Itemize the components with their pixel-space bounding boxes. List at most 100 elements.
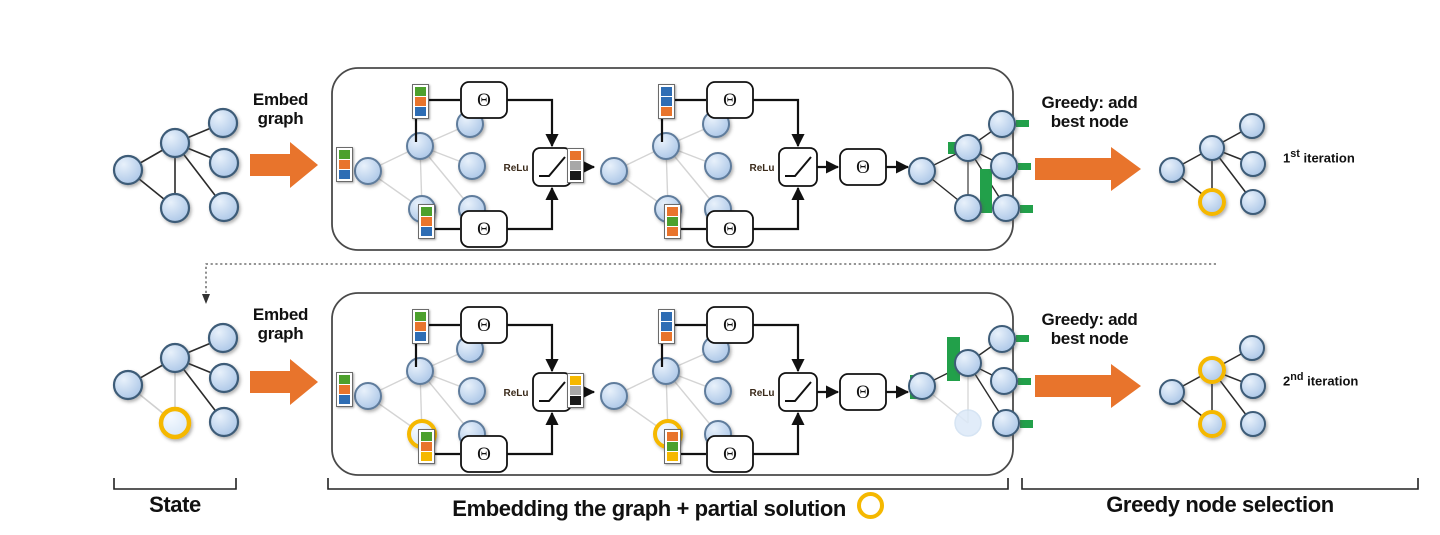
- embedding-pipeline-svg-row-2: Θ Θ ReLu: [331, 292, 1033, 476]
- result-node-bottom-right[interactable]: [1240, 189, 1266, 215]
- result-node-mid-right[interactable]: [1240, 151, 1266, 177]
- score-node-mid-right[interactable]: [990, 152, 1018, 180]
- result-graph-row-2: [1152, 330, 1277, 445]
- vector-cell-green: [415, 87, 426, 96]
- node-left[interactable]: [112, 154, 144, 186]
- vector-cell-black: [570, 396, 581, 405]
- embed-graph-label-line2: graph: [257, 109, 304, 129]
- node-bottom-right[interactable]: [208, 191, 240, 223]
- theta-box-top-2[interactable]: Θ: [706, 81, 754, 119]
- vector-cell-orange: [421, 442, 432, 451]
- bracket-icon: [1021, 478, 1419, 490]
- stage2-node-mid-right[interactable]: [704, 152, 732, 180]
- relu-box-2[interactable]: [778, 147, 818, 187]
- stage1-node-hub[interactable]: [406, 132, 434, 160]
- bracket-icon: [113, 478, 237, 490]
- iteration-number: 2: [1283, 373, 1291, 389]
- node-top-right[interactable]: [207, 322, 239, 354]
- score-node-bottom-faded[interactable]: [954, 409, 982, 437]
- result-node-left[interactable]: [1159, 379, 1185, 405]
- score-node-bottom[interactable]: [954, 194, 982, 222]
- stage1-node-mid-right[interactable]: [458, 152, 486, 180]
- vector-stage1-left-row-2: [336, 372, 353, 407]
- node-bottom[interactable]: [159, 192, 191, 224]
- vector-cell-blue: [661, 97, 672, 106]
- arrow-icon: [250, 142, 318, 188]
- greedy-arrow-row-1: [1033, 145, 1143, 193]
- node-hub[interactable]: [159, 342, 191, 374]
- iteration-label-row-2: 2nd iteration: [1283, 371, 1358, 388]
- bracket-icon: [327, 478, 1009, 490]
- theta-to-relu-lines-2: [753, 98, 805, 231]
- iteration-label-row-1: 1st iteration: [1283, 148, 1355, 165]
- theta-symbol: Θ: [856, 382, 870, 403]
- relu-box-2[interactable]: [778, 372, 818, 412]
- score-graph-row-2: [908, 325, 1033, 437]
- theta-box-bottom-1[interactable]: Θ: [460, 435, 508, 473]
- stage1-node-left[interactable]: [354, 382, 382, 410]
- score-node-left[interactable]: [908, 157, 936, 185]
- theta-box-final[interactable]: Θ: [839, 373, 887, 411]
- score-node-bottom-right[interactable]: [992, 194, 1020, 222]
- greedy-label-row-2: Greedy: add best node: [1022, 310, 1157, 348]
- score-node-left[interactable]: [908, 372, 936, 400]
- arrow-icon: [250, 359, 318, 405]
- result-node-left[interactable]: [1159, 157, 1185, 183]
- theta-box-bottom-1[interactable]: Θ: [460, 210, 508, 248]
- result-node-hub[interactable]: [1199, 135, 1225, 161]
- vector-cell-green: [339, 375, 350, 384]
- arrow-icon: [1035, 147, 1141, 191]
- theta-box-bottom-2[interactable]: Θ: [706, 435, 754, 473]
- bracket-greedy: [1020, 478, 1420, 492]
- theta-box-top-1[interactable]: Θ: [460, 81, 508, 119]
- theta-box-top-1[interactable]: Θ: [460, 306, 508, 344]
- caption-state: State: [149, 492, 201, 517]
- theta-symbol: Θ: [477, 219, 491, 240]
- node-mid-right[interactable]: [208, 147, 240, 179]
- score-graph-row-1: [908, 110, 1033, 222]
- stage1-node-mid-right[interactable]: [458, 377, 486, 405]
- node-bottom-selected[interactable]: [158, 406, 192, 440]
- caption-embedding-wrap: Embedding the graph + partial solution: [326, 492, 1010, 522]
- score-node-bottom-right[interactable]: [992, 409, 1020, 437]
- vector-cell-green: [415, 312, 426, 321]
- stage1-node-left[interactable]: [354, 157, 382, 185]
- result-node-bottom-right[interactable]: [1240, 411, 1266, 437]
- greedy-label-line2: best node: [1050, 112, 1129, 132]
- stage1-node-hub[interactable]: [406, 357, 434, 385]
- result-node-top-right[interactable]: [1239, 113, 1265, 139]
- stage2-node-hub[interactable]: [652, 132, 680, 160]
- result-node-hub-selected[interactable]: [1198, 356, 1226, 384]
- theta-symbol: Θ: [856, 157, 870, 178]
- embed-graph-label-line1: Embed: [252, 90, 309, 109]
- node-hub[interactable]: [159, 127, 191, 159]
- result-node-bottom-selected[interactable]: [1198, 410, 1226, 438]
- feedback-loop-svg: [202, 263, 1216, 304]
- relu-box-1[interactable]: [532, 372, 572, 412]
- embed-graph-label-line1: Embed: [252, 305, 309, 324]
- node-bottom-right[interactable]: [208, 406, 240, 438]
- result-node-mid-right[interactable]: [1240, 373, 1266, 399]
- node-left[interactable]: [112, 369, 144, 401]
- score-node-hub[interactable]: [954, 349, 982, 377]
- node-mid-right[interactable]: [208, 362, 240, 394]
- result-node-top-right[interactable]: [1239, 335, 1265, 361]
- stage2-node-mid-right[interactable]: [704, 377, 732, 405]
- stage2-node-left[interactable]: [600, 382, 628, 410]
- stage2-node-left[interactable]: [600, 157, 628, 185]
- theta-box-top-2[interactable]: Θ: [706, 306, 754, 344]
- relu-box-1[interactable]: [532, 147, 572, 187]
- embed-graph-label-row-2: Embed graph: [238, 305, 323, 343]
- score-node-top-right[interactable]: [988, 110, 1016, 138]
- node-top-right[interactable]: [207, 107, 239, 139]
- stage2-node-hub[interactable]: [652, 357, 680, 385]
- score-node-top-right[interactable]: [988, 325, 1016, 353]
- iteration-word: iteration: [1303, 150, 1355, 166]
- score-bar-top-right: [1016, 335, 1029, 342]
- score-node-hub[interactable]: [954, 134, 982, 162]
- result-node-bottom-selected[interactable]: [1198, 188, 1226, 216]
- theta-box-bottom-2[interactable]: Θ: [706, 210, 754, 248]
- theta-box-final[interactable]: Θ: [839, 148, 887, 186]
- state-graph-row-1: [100, 95, 250, 235]
- score-node-mid-right[interactable]: [990, 367, 1018, 395]
